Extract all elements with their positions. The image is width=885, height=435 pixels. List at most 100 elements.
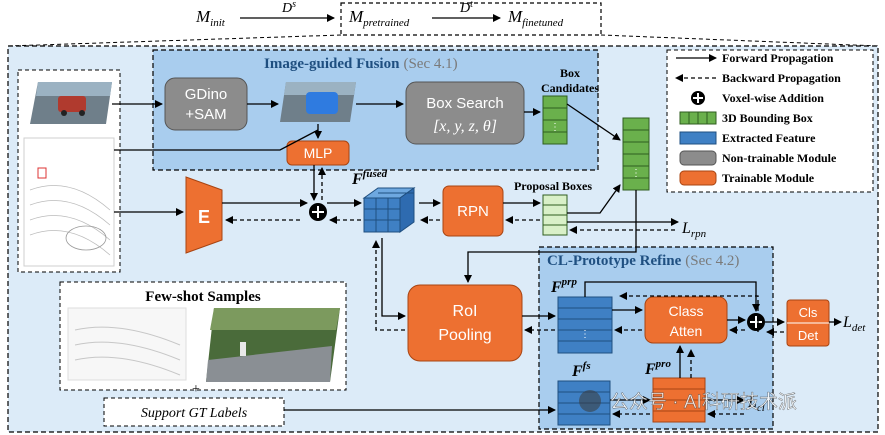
legend-backward-label: Backward Propagation bbox=[722, 71, 841, 85]
merged-box-stack: ⋮ bbox=[622, 117, 650, 191]
m-init: M bbox=[195, 7, 211, 26]
svg-text:Ldet: Ldet bbox=[842, 314, 866, 334]
svg-text:Ffused: Ffused bbox=[351, 168, 388, 188]
l-cl-sub: cl bbox=[757, 402, 765, 414]
m-pre-sub: pretrained bbox=[362, 17, 410, 29]
f-fused-sup: fused bbox=[363, 168, 388, 180]
svg-text:⋮: ⋮ bbox=[631, 168, 641, 179]
legend-voxel: Voxel-wise Addition bbox=[691, 91, 824, 105]
legend-forward-label: Forward Propagation bbox=[722, 51, 834, 65]
box-search-params: [x, y, z, θ] bbox=[433, 118, 497, 135]
voxel-add-circle bbox=[309, 203, 327, 221]
atten-label: Atten bbox=[670, 323, 703, 339]
m-pre: M bbox=[348, 7, 364, 26]
proposal-boxes-stack bbox=[542, 194, 568, 236]
box-search-label: Box Search bbox=[426, 95, 504, 112]
box-candidates-stack: ⋮ bbox=[542, 95, 568, 145]
watermark: 公众号 · AI科研技术派 bbox=[579, 390, 797, 413]
m-fine: M bbox=[507, 7, 523, 26]
few-shot-camera-thumb bbox=[206, 308, 340, 382]
svg-text:⋮: ⋮ bbox=[580, 329, 590, 340]
svg-text:Lrpn: Lrpn bbox=[681, 220, 707, 240]
top-formula: Minit Ds Mpretrained Dt Mfinetuned bbox=[7, 0, 879, 47]
f-pro-feature-stack bbox=[652, 377, 706, 423]
box-search-module bbox=[405, 81, 525, 145]
f-fs-sup: fs bbox=[583, 360, 591, 372]
camera-image-thumb bbox=[30, 82, 112, 124]
f-prp: F bbox=[550, 279, 562, 296]
l-det: L bbox=[842, 314, 852, 331]
f-pro: F bbox=[644, 361, 656, 378]
image-guided-ref: (Sec 4.1) bbox=[403, 56, 457, 72]
class-label: Class bbox=[668, 303, 703, 319]
svg-text:Mfinetuned: Mfinetuned bbox=[507, 7, 564, 29]
legend-nontrain: Non-trainable Module bbox=[679, 150, 837, 166]
legend-trainable: Trainable Module bbox=[679, 170, 815, 186]
encoder-module bbox=[185, 176, 223, 254]
det-label: Det bbox=[798, 328, 819, 343]
legend-bbox-label: 3D Bounding Box bbox=[722, 111, 813, 125]
proposal-boxes-label: Proposal Boxes bbox=[514, 179, 592, 193]
box-candidates-label-2: Candidates bbox=[541, 81, 599, 95]
box-candidates-label-1: Box bbox=[560, 66, 580, 80]
rpn-module bbox=[442, 185, 504, 237]
plus-sign: + bbox=[192, 382, 200, 397]
cl-prototype-ref: (Sec 4.2) bbox=[685, 253, 739, 269]
f-fused: F bbox=[351, 171, 363, 188]
model-box bbox=[340, 2, 602, 36]
svg-text:Ffs: Ffs bbox=[571, 360, 591, 380]
lidar-image-thumb bbox=[23, 137, 115, 267]
legend-voxel-label: Voxel-wise Addition bbox=[722, 91, 824, 105]
l-rpn: L bbox=[681, 220, 691, 237]
rpn-label: RPN bbox=[457, 203, 489, 220]
encoder-label: E bbox=[198, 207, 210, 227]
mlp-label: MLP bbox=[304, 145, 333, 161]
legend-feature-label: Extracted Feature bbox=[722, 131, 816, 145]
svg-text:Fpro: Fpro bbox=[644, 358, 671, 378]
legend-bbox: 3D Bounding Box bbox=[679, 111, 813, 125]
gdino-label: GDino bbox=[185, 86, 228, 103]
legend-forward: Forward Propagation bbox=[676, 51, 834, 65]
l-rpn-sub: rpn bbox=[691, 228, 707, 240]
d-t-sup: t bbox=[470, 0, 473, 10]
cl-prototype-title: CL-Prototype Refine bbox=[547, 253, 682, 269]
d-s-sup: s bbox=[292, 0, 296, 10]
m-init-sub: init bbox=[210, 17, 226, 29]
l-cl: L bbox=[747, 394, 757, 411]
svg-text:Minit: Minit bbox=[195, 7, 226, 29]
f-fs: F bbox=[571, 363, 583, 380]
sam-label: +SAM bbox=[185, 106, 226, 123]
d-s: D bbox=[281, 1, 292, 16]
few-shot-title: Few-shot Samples bbox=[145, 289, 261, 305]
segmented-image-thumb bbox=[280, 82, 356, 122]
svg-text:Image-guided Fusion(Sec 4.1): Image-guided Fusion(Sec 4.1) bbox=[264, 56, 458, 72]
svg-text:CL-Prototype Refine(Sec 4.2): CL-Prototype Refine(Sec 4.2) bbox=[547, 253, 739, 269]
legend-trainable-label: Trainable Module bbox=[722, 171, 815, 185]
watermark-text: 公众号 · AI科研技术派 bbox=[610, 391, 797, 413]
fused-feature-cube bbox=[362, 187, 416, 233]
svg-text:⋮: ⋮ bbox=[550, 122, 560, 133]
roi-label: RoI bbox=[453, 303, 478, 320]
svg-text:Mpretrained: Mpretrained bbox=[348, 7, 410, 29]
mlp-module bbox=[286, 140, 350, 166]
svg-text:Dt: Dt bbox=[459, 0, 473, 16]
support-gt-box bbox=[103, 397, 285, 427]
image-guided-title: Image-guided Fusion bbox=[264, 56, 400, 72]
svg-text:Lcl: Lcl bbox=[747, 394, 765, 414]
roi-pooling-module bbox=[407, 284, 523, 362]
f-pro-sup: pro bbox=[655, 358, 672, 370]
few-shot-lidar-thumb bbox=[67, 307, 187, 381]
support-gt-label: Support GT Labels bbox=[141, 406, 248, 421]
voxel-add-circle-2 bbox=[747, 313, 765, 331]
legend-feature: Extracted Feature bbox=[679, 131, 816, 145]
svg-text:Fprp: Fprp bbox=[550, 276, 577, 296]
d-t: D bbox=[459, 1, 470, 16]
m-fine-sub: finetuned bbox=[522, 17, 563, 29]
cls-label: Cls bbox=[799, 305, 818, 320]
legend-backward: Backward Propagation bbox=[675, 71, 841, 85]
svg-text:Ds: Ds bbox=[281, 0, 296, 16]
legend-nontrain-label: Non-trainable Module bbox=[722, 151, 837, 165]
backward-arrows bbox=[225, 167, 784, 418]
